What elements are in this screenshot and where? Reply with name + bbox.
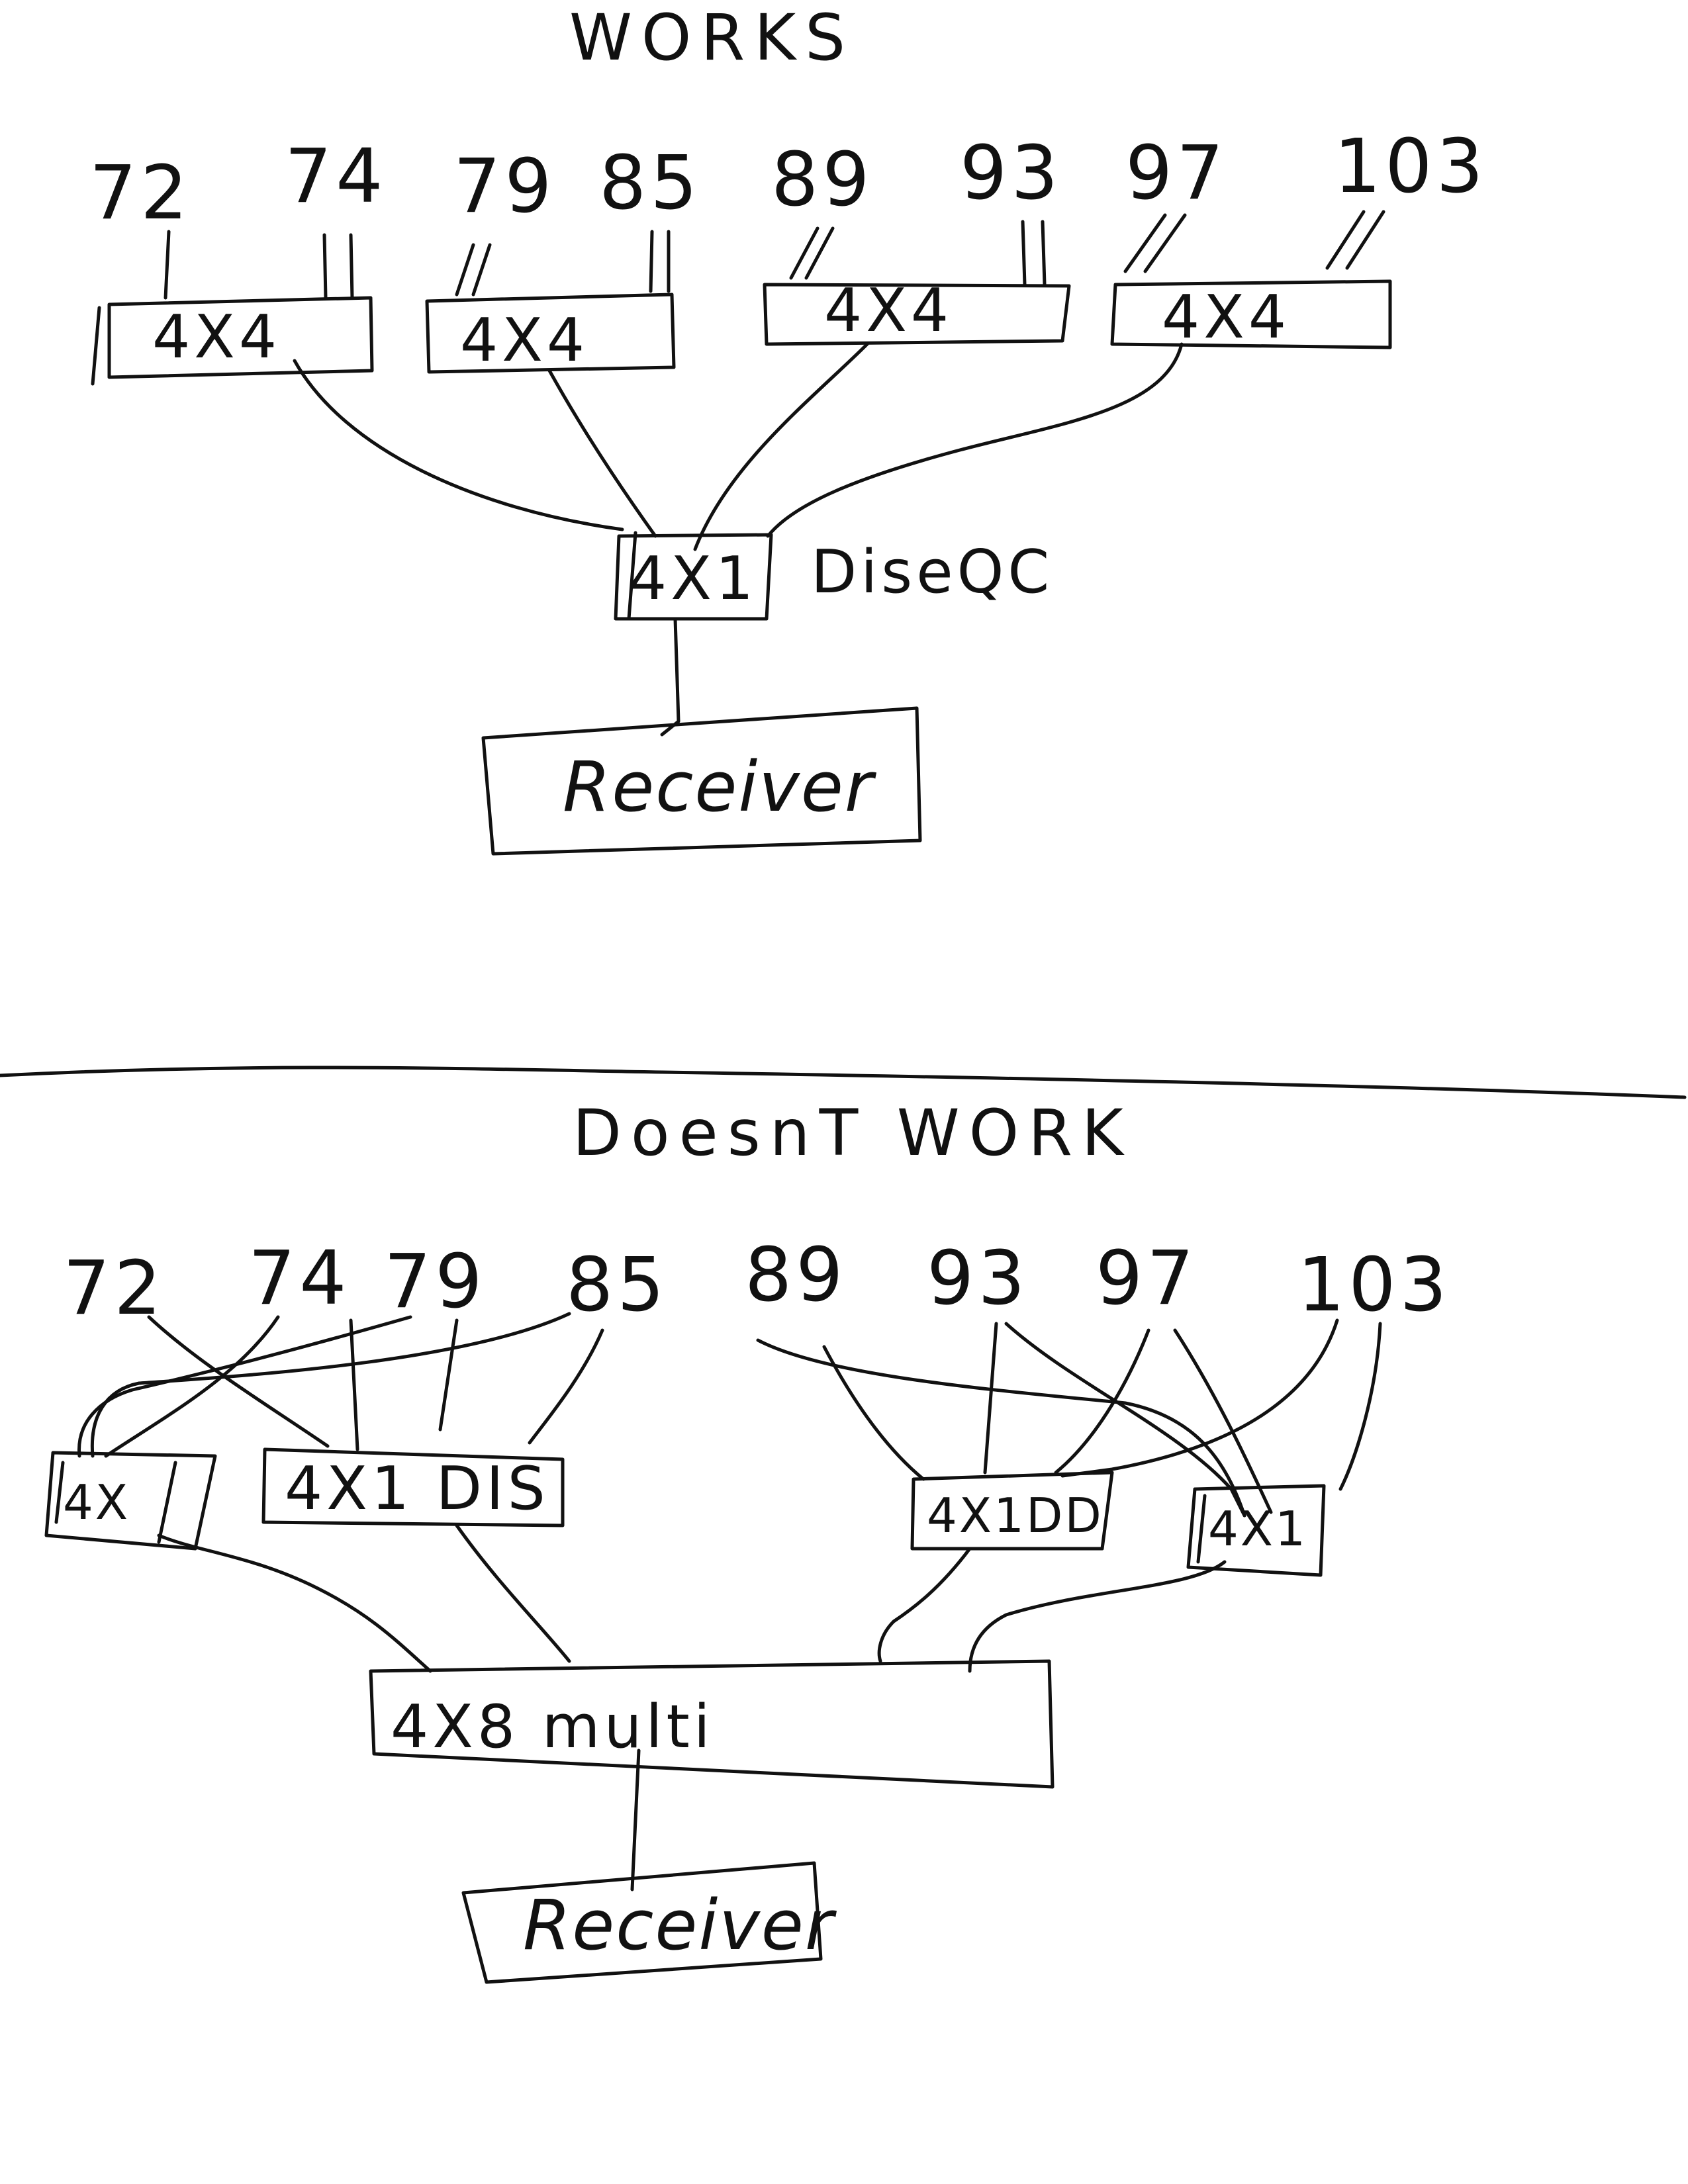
dw-multiswitch-label: 4X8 multi	[391, 1692, 714, 1762]
doesnt-work-title: DoesnT WORK	[573, 1096, 1133, 1170]
dw-switch-3: 4X1DD	[910, 1471, 1114, 1551]
dw-multiswitch: 4X8 multi	[369, 1659, 1055, 1789]
works-sat-72: 72	[89, 150, 192, 236]
works-switch-1: 4X4	[91, 296, 374, 386]
dw-sat-72: 72	[63, 1246, 165, 1332]
dw-right-feed-lines	[756, 1318, 1382, 1518]
dw-receiver-label: Receiver	[523, 1885, 837, 1966]
works-diseqc-box-label: 4X1	[629, 544, 757, 614]
works-switch-4-label: 4X4	[1162, 283, 1290, 352]
works-switch-1-label: 4X4	[152, 302, 281, 372]
dw-sat-74: 74	[248, 1236, 351, 1322]
works-receiver: Receiver	[481, 706, 922, 856]
dw-switch-2: 4X1 DIS	[261, 1447, 565, 1527]
works-diseqc-to-receiver-line	[660, 617, 680, 737]
dw-switch-1: 4X	[44, 1451, 217, 1551]
dw-sat-93: 93	[927, 1236, 1029, 1322]
dw-sat-85: 85	[566, 1242, 669, 1328]
works-feed-lines	[164, 210, 1385, 300]
works-switch-2-label: 4X4	[460, 306, 588, 375]
works-diseqc-switch: 4X1	[614, 531, 773, 621]
dw-switch-4-label: 4X1	[1208, 1501, 1307, 1557]
works-sat-74: 74	[285, 134, 387, 220]
works-title: WORKS	[569, 1, 855, 75]
dw-multi-to-receiver-line	[630, 1749, 641, 1891]
works-receiver-label: Receiver	[563, 747, 877, 827]
works-sat-93: 93	[960, 130, 1062, 216]
works-diseqc-label: DiseQC	[811, 537, 1053, 607]
works-switch-4: 4X4	[1110, 279, 1392, 352]
dw-switch-4: 4X1	[1186, 1484, 1326, 1577]
dw-switch-1-label: 4X	[63, 1475, 130, 1530]
works-switch-3: 4X4	[763, 276, 1071, 346]
dw-sat-103: 103	[1297, 1242, 1451, 1328]
works-switch-to-diseqc-lines	[293, 342, 1184, 551]
dw-switch-2-label: 4X1 DIS	[285, 1454, 549, 1524]
dw-left-feed-lines	[77, 1312, 604, 1458]
section-divider	[0, 1066, 1687, 1099]
works-switch-3-label: 4X4	[824, 276, 953, 345]
works-sat-79: 79	[453, 144, 556, 230]
dw-sat-79: 79	[384, 1239, 487, 1325]
works-switch-2: 4X4	[425, 293, 676, 375]
dw-sat-97: 97	[1096, 1236, 1198, 1322]
dw-switch-3-label: 4X1DD	[927, 1488, 1103, 1543]
works-sat-89: 89	[771, 137, 874, 223]
dw-sat-89: 89	[745, 1232, 847, 1318]
works-sat-103: 103	[1334, 124, 1487, 210]
works-sat-85: 85	[599, 140, 702, 226]
dw-switch-to-multi-lines	[157, 1524, 1227, 1673]
works-sat-97: 97	[1125, 130, 1228, 216]
dw-receiver: Receiver	[461, 1861, 837, 1984]
